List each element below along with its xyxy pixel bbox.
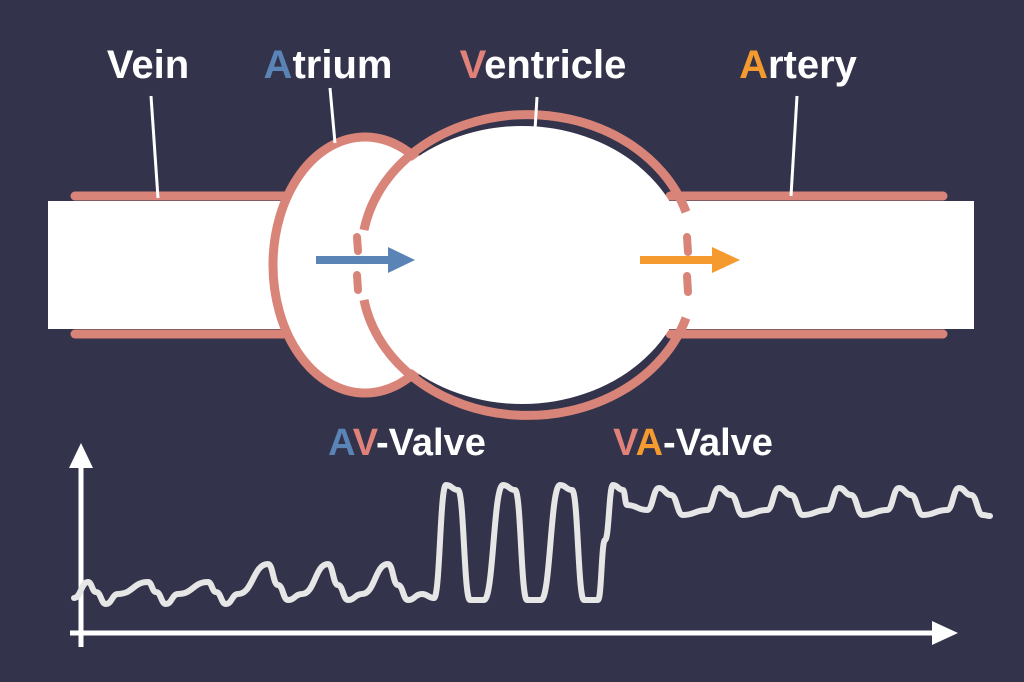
artery-label: Artery (739, 43, 858, 87)
axis-arrow-right-icon (932, 621, 958, 645)
av-valve-dash-bottom (353, 271, 362, 294)
ventricle-label-accent: V (460, 43, 487, 87)
av-valve-label-second: V (353, 422, 379, 464)
arrow-right-icon (640, 247, 740, 273)
vein-label: Vein (107, 43, 189, 87)
va-valve-label: VA-Valve (613, 422, 773, 464)
va-valve-label-first: V (613, 422, 639, 464)
ventricle-label-rest: entricle (484, 43, 626, 87)
artery-label-accent: A (739, 43, 768, 87)
artery-label-rest: rtery (768, 43, 858, 87)
av-valve-label-first: A (328, 422, 355, 464)
av-valve-label-rest: -Valve (376, 422, 486, 464)
av-valve-dash-top (353, 233, 362, 255)
graph-axes (69, 443, 958, 647)
va-valve-dash-bottom (683, 272, 692, 296)
vein (48, 191, 301, 339)
ventricle (353, 110, 692, 420)
axis-arrow-up-icon (69, 443, 93, 468)
va-valve-dash-top (683, 233, 692, 256)
atrium-label-rest: trium (292, 43, 392, 87)
atrium-label-accent: A (264, 43, 293, 87)
arrow-right-icon (316, 247, 415, 273)
av-valve-label: AV-Valve (328, 422, 486, 464)
va-valve-label-second: A (636, 422, 663, 464)
artery (665, 191, 974, 339)
atrium-label: Atrium (264, 43, 393, 87)
pressure-waveform (71, 482, 993, 607)
ventricle-label: Ventricle (460, 43, 627, 87)
va-valve-label-rest: -Valve (663, 422, 773, 464)
leader-lines (149, 87, 799, 199)
